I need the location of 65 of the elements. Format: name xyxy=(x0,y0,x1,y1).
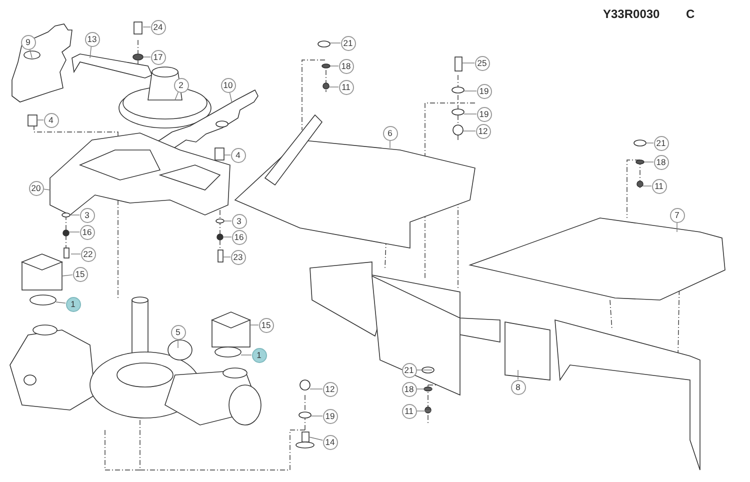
callout-number: 21 xyxy=(340,36,356,50)
leader-line xyxy=(330,42,341,44)
callout-number: 16 xyxy=(80,224,94,240)
callout-number: 4 xyxy=(230,148,246,162)
callout-number: 3 xyxy=(232,214,246,228)
callout-number: 24 xyxy=(150,20,166,34)
leader-line xyxy=(142,56,151,58)
callout-number: 4 xyxy=(44,112,58,128)
callout-number: 12 xyxy=(322,382,338,396)
callout-number: 10 xyxy=(220,78,236,92)
leader-line xyxy=(416,388,432,390)
callout-number: 18 xyxy=(402,382,416,396)
callout-number: 5 xyxy=(170,324,186,340)
leader-line xyxy=(310,388,323,390)
callout-number: 17 xyxy=(150,50,166,64)
callout-number: 12 xyxy=(476,124,490,138)
callout-number: 13 xyxy=(84,32,100,46)
callout-number: 22 xyxy=(80,246,96,262)
leader-line xyxy=(229,92,232,104)
leader-line xyxy=(676,222,678,232)
leader-line xyxy=(222,236,232,238)
callout-number: 19 xyxy=(476,84,492,98)
callout-number: 14 xyxy=(322,434,338,450)
leader-line xyxy=(62,274,73,276)
leader-line xyxy=(70,214,80,216)
callout-number: 18 xyxy=(338,58,354,74)
leader-line xyxy=(646,142,654,144)
callout-number: 19 xyxy=(476,106,492,122)
callout-number: 19 xyxy=(322,408,338,424)
callout-number: 21 xyxy=(654,136,668,150)
leader-line xyxy=(56,302,66,304)
callout-number: 11 xyxy=(338,80,354,94)
callout-number: 20 xyxy=(28,180,44,196)
leader-line xyxy=(462,130,476,132)
callout-number: 18 xyxy=(654,154,668,170)
leader-line xyxy=(464,90,477,92)
leader-line xyxy=(308,436,324,441)
leader-line xyxy=(142,26,151,28)
callout-number: 8 xyxy=(510,380,526,394)
drawing-number: Y33R0030 xyxy=(603,7,660,21)
leader-line xyxy=(328,86,339,88)
callout-number: 1 xyxy=(66,296,80,312)
leader-line xyxy=(174,92,179,100)
leader-line xyxy=(250,324,259,326)
leader-line xyxy=(29,48,32,58)
revision-letter: C xyxy=(686,7,695,21)
callout-number: 11 xyxy=(652,178,666,194)
callout-number: 15 xyxy=(258,318,274,332)
callout-number: 11 xyxy=(402,404,416,418)
callout-number: 3 xyxy=(80,208,94,222)
leader-line xyxy=(416,410,432,412)
leader-line xyxy=(90,46,92,58)
leader-line xyxy=(224,154,231,156)
callout-number: 16 xyxy=(232,230,246,244)
leader-line xyxy=(240,354,252,356)
callout-number: 1 xyxy=(252,348,266,362)
leader-line xyxy=(222,256,231,258)
leader-line xyxy=(462,62,475,64)
callout-number: 25 xyxy=(474,56,490,70)
callout-number: 15 xyxy=(72,266,88,282)
callout-number: 7 xyxy=(670,208,684,222)
callout-number: 9 xyxy=(20,34,36,50)
callout-number: 23 xyxy=(230,250,246,264)
leader-line xyxy=(224,220,232,222)
callout-number: 6 xyxy=(382,126,398,140)
